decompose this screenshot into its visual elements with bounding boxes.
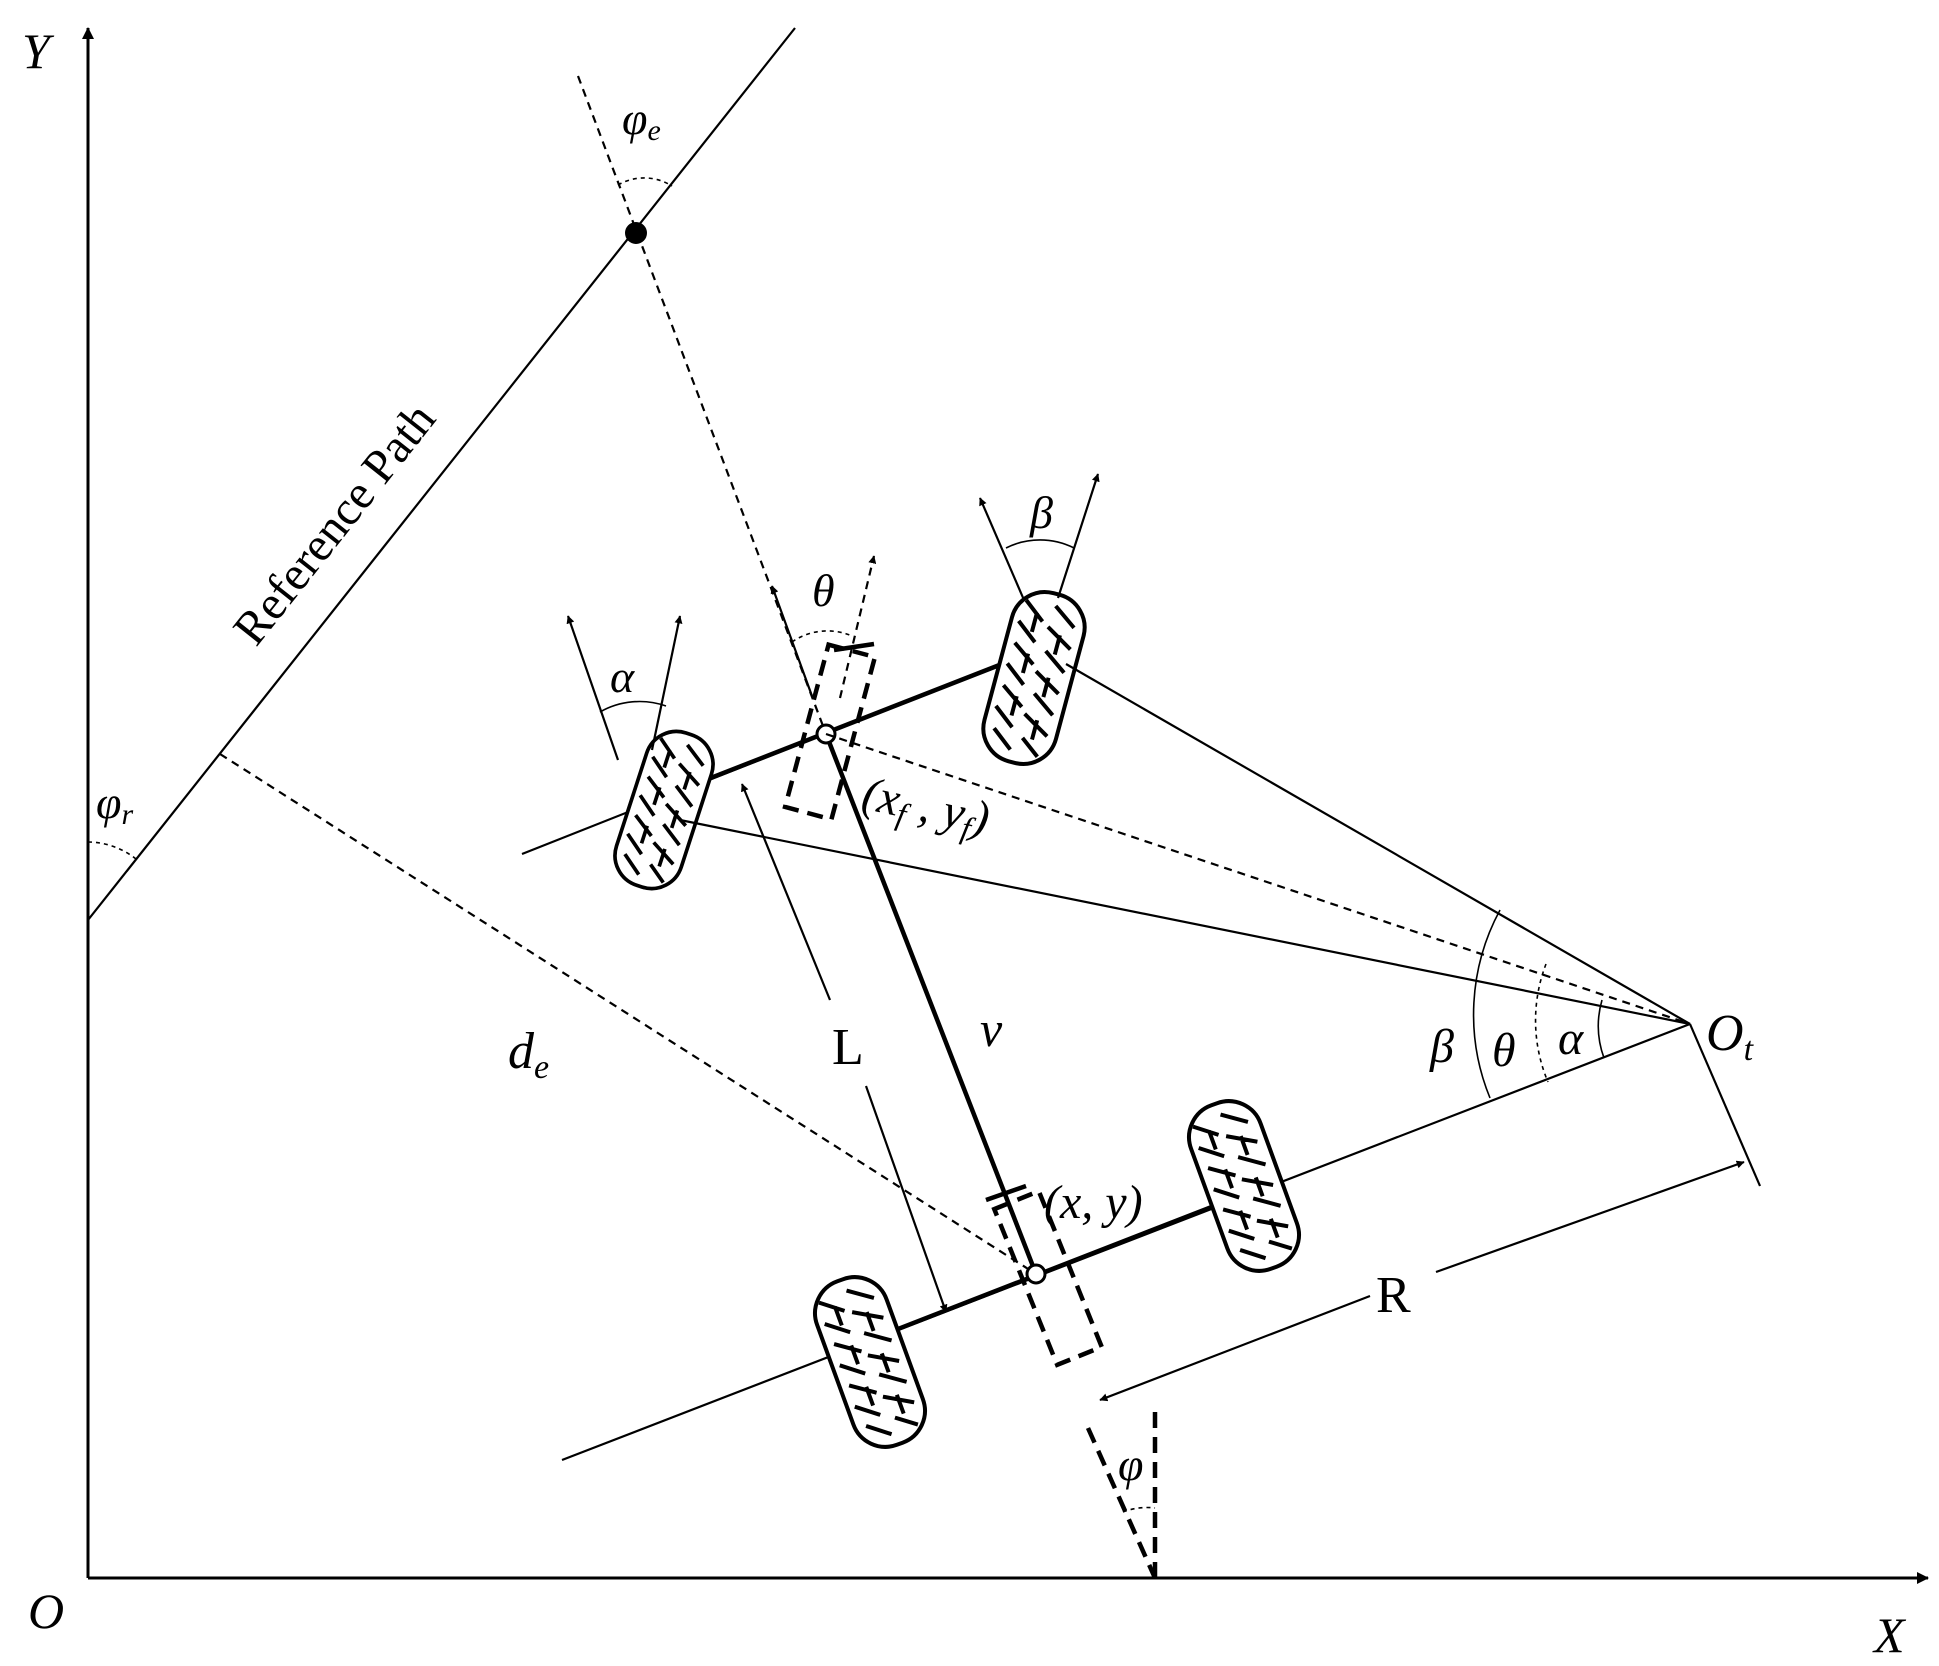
front-right-to-center — [1065, 663, 1691, 1025]
rear-axle-thick — [879, 1193, 1241, 1339]
front-joint-to-center — [825, 732, 1691, 1026]
lateral-error-line — [219, 753, 1037, 1275]
front-right-tire — [973, 582, 1095, 774]
heading-line-lower — [1085, 1427, 1158, 1579]
radius-dimension-upper — [1435, 1160, 1745, 1274]
wheelbase-label: L — [832, 1019, 864, 1076]
front-point-label: (xf , yf) — [857, 767, 994, 849]
rear-box-top-cap — [985, 1183, 1027, 1203]
beta-wheel-arc — [1005, 539, 1075, 549]
front-axle-thick — [679, 661, 1003, 793]
front-left-heading-arrow — [566, 615, 620, 761]
radius-label: R — [1376, 1267, 1411, 1324]
path-intersection-point — [625, 222, 647, 244]
reference-path-label: Reference Path — [223, 393, 446, 655]
phi-label: φ — [1118, 1439, 1143, 1490]
wheelbase-dimension-lower — [864, 1085, 948, 1313]
beta-center-label: β — [1429, 1020, 1454, 1073]
theta-joint-arc — [791, 630, 853, 643]
phi-e-label: φe — [622, 93, 661, 147]
phi-e-angle-arc — [617, 177, 673, 187]
phi-r-angle-arc — [87, 841, 137, 860]
rear-left-tire — [803, 1265, 937, 1459]
front-right-steer-arrow — [1056, 473, 1100, 599]
alpha-center-arc — [1597, 999, 1605, 1059]
alpha-wheel-label: α — [610, 651, 635, 702]
phi-r-label: φr — [96, 777, 133, 831]
theta-center-arc — [1534, 963, 1549, 1083]
rear-joint-point — [1025, 1263, 1047, 1285]
alpha-center-label: α — [1558, 1012, 1584, 1065]
beta-center-arc — [1472, 909, 1501, 1099]
origin-label: O — [28, 1583, 64, 1639]
rear-steering-box — [991, 1188, 1105, 1368]
front-joint-steer-arrow — [838, 555, 877, 699]
front-left-tire — [605, 721, 723, 899]
rear-point-label: (x, y) — [1044, 1176, 1143, 1229]
theta-joint-label: θ — [812, 565, 835, 616]
theta-center-label: θ — [1492, 1024, 1516, 1077]
velocity-label: v — [980, 1001, 1003, 1057]
front-left-steer-arrow — [650, 615, 683, 751]
lateral-error-label: de — [508, 1023, 549, 1086]
radius-extension-line — [1688, 1023, 1762, 1187]
y-axis-label: Y — [22, 23, 55, 79]
turn-center-label: Ot — [1706, 1005, 1755, 1068]
phi-angle-arc — [1122, 1506, 1156, 1513]
vehicle-body-line — [823, 733, 1039, 1275]
rear-right-tire — [1177, 1089, 1311, 1283]
front-joint-heading-arrow — [770, 585, 814, 697]
front-right-heading-arrow — [978, 497, 1026, 601]
x-axis-label: X — [1872, 1607, 1907, 1663]
beta-wheel-label: β — [1029, 487, 1053, 538]
radius-dimension-lower — [1099, 1294, 1371, 1402]
heading-line-upper — [576, 75, 828, 735]
front-left-to-center — [679, 818, 1691, 1026]
reference-path-line — [87, 27, 796, 921]
front-box-top-cap — [833, 641, 875, 653]
wheelbase-dimension-upper — [740, 783, 832, 1001]
alpha-wheel-arc — [599, 700, 667, 713]
front-steering-box — [782, 641, 878, 823]
